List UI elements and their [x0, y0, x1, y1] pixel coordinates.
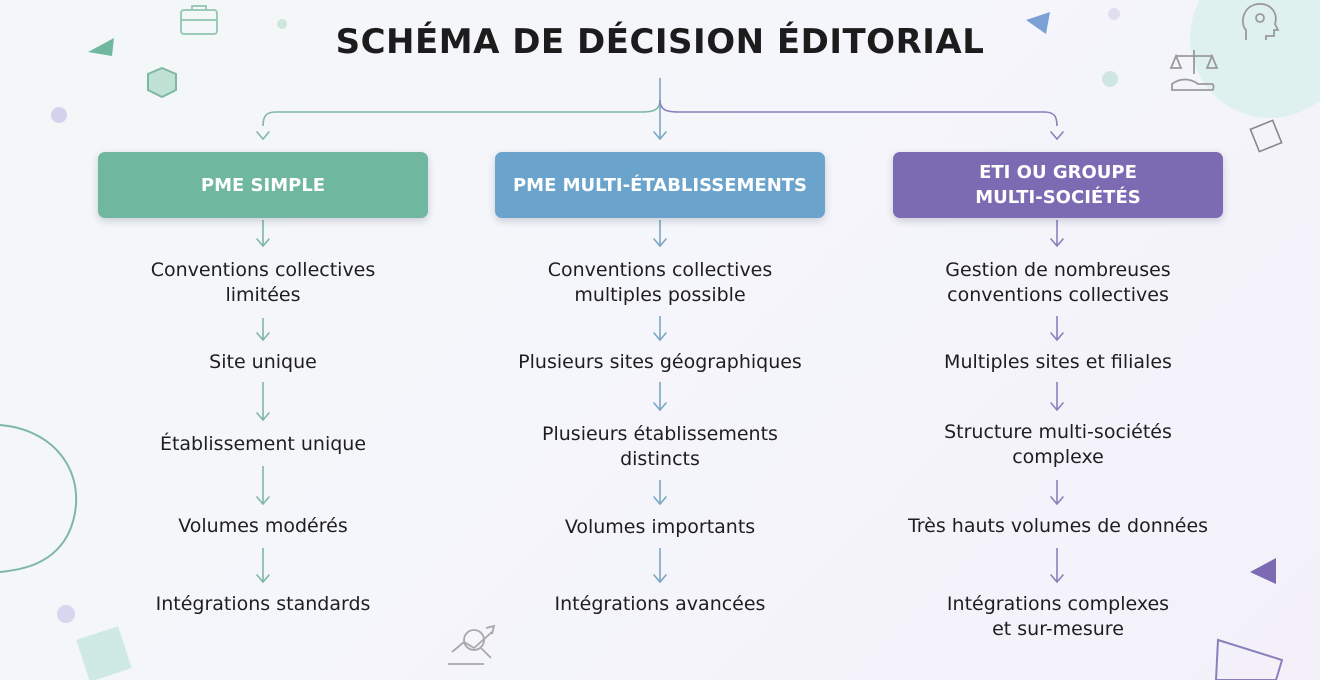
column-2-arrow-5-head — [653, 574, 667, 584]
decor-triangle-blue — [1026, 12, 1050, 34]
item-multiples-sites-filiales: Multiples sites et filiales — [944, 351, 1172, 373]
item-plusieurs-sites: Plusieurs sites géographiques — [518, 351, 802, 373]
decor-dot-teal — [1102, 71, 1118, 87]
column-3-arrow-5-head — [1050, 574, 1064, 584]
column-3-arrow-4-head — [1050, 496, 1064, 506]
column-2-arrow-1-head — [653, 238, 667, 248]
header-label: ETI OU GROUPE MULTI-SOCIÉTÉS — [975, 162, 1141, 208]
header-card-eti-groupe: ETI OU GROUPE MULTI-SOCIÉTÉS — [893, 152, 1223, 218]
briefcase-icon — [180, 5, 218, 35]
column-3-arrow-3-head — [1050, 402, 1064, 412]
item-integrations-standards: Intégrations standards — [155, 593, 371, 615]
branch-left-arrow — [256, 131, 270, 141]
decor-hexagon — [147, 66, 177, 99]
column-1-arrow-4-head — [256, 496, 270, 506]
column-3-arrow-2-head — [1050, 332, 1064, 342]
decor-dot-small — [277, 19, 287, 29]
decor-dot-purple — [51, 107, 67, 123]
decor-curve — [0, 424, 78, 573]
decor-outline-polygon — [1214, 638, 1284, 680]
branch-right-arrow — [1050, 131, 1064, 141]
scales-hand-icon — [1169, 50, 1219, 91]
decor-dot-bottom-left — [57, 605, 75, 623]
item-plusieurs-etablissements: Plusieurs établissements distincts — [542, 423, 778, 470]
column-2-arrow-3-head — [653, 402, 667, 412]
branch-right-line — [659, 99, 1058, 127]
decor-circle-top-right — [1190, 0, 1320, 118]
column-1-arrow-5-head — [256, 574, 270, 584]
column-3-arrow-1-head — [1050, 238, 1064, 248]
item-conventions-limitees: Conventions collectives limitées — [150, 259, 376, 306]
header-label: PME SIMPLE — [200, 174, 326, 196]
column-1-arrow-1-head — [256, 238, 270, 248]
item-volumes-moderes: Volumes modérés — [178, 515, 348, 537]
item-integrations-avancees: Intégrations avancées — [554, 593, 766, 615]
item-volumes-importants: Volumes importants — [564, 516, 756, 538]
header-card-pme-multi-etablissements: PME MULTI-ÉTABLISSEMENTS — [495, 152, 825, 218]
item-etablissement-unique: Établissement unique — [159, 433, 367, 455]
chart-magnifier-icon — [448, 624, 496, 665]
column-2-arrow-2-head — [653, 332, 667, 342]
decor-dot-lilac — [1108, 8, 1120, 20]
item-nombreuses-conventions: Gestion de nombreuses conventions collec… — [945, 259, 1171, 306]
header-label: PME MULTI-ÉTABLISSEMENTS — [512, 174, 808, 196]
decor-triangle-purple — [1250, 558, 1276, 584]
decor-triangle-green — [88, 38, 114, 56]
column-2-arrow-4-head — [653, 496, 667, 506]
page-title: SCHÉMA DE DÉCISION ÉDITORIAL — [335, 22, 985, 62]
branch-center-arrow-head — [653, 131, 667, 141]
item-tres-hauts-volumes: Très hauts volumes de données — [907, 515, 1209, 537]
column-1-arrow-3-head — [256, 412, 270, 422]
branch-left-line — [262, 99, 661, 127]
decor-square-outline — [1249, 119, 1283, 153]
item-structure-multi-societes: Structure multi-sociétés complexe — [944, 421, 1172, 468]
item-site-unique: Site unique — [209, 351, 317, 373]
item-integrations-complexes: Intégrations complexes et sur-mesure — [946, 593, 1170, 640]
header-card-pme-simple: PME SIMPLE — [98, 152, 428, 218]
head-gear-icon — [1242, 3, 1280, 40]
item-conventions-multiples: Conventions collectives multiples possib… — [547, 259, 773, 306]
decor-square-teal — [76, 626, 132, 680]
column-1-arrow-2-head — [256, 332, 270, 342]
